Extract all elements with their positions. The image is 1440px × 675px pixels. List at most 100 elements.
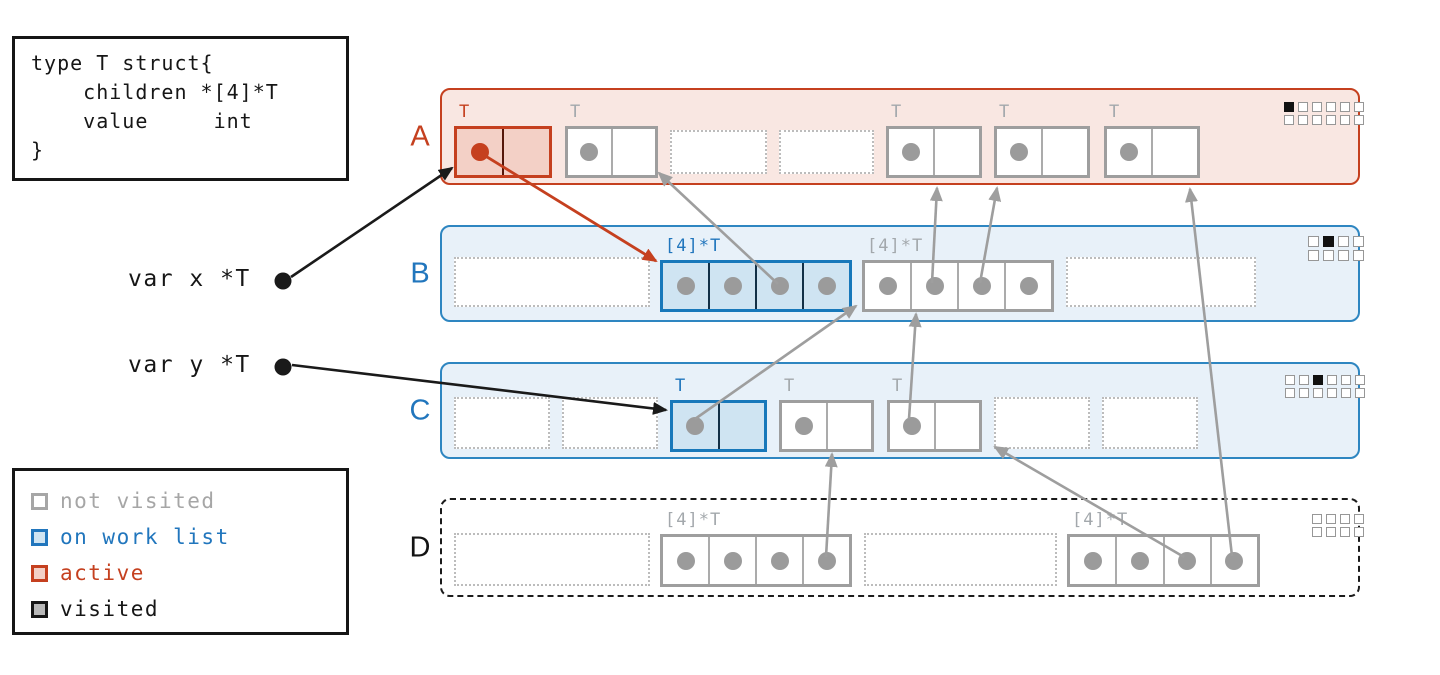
- object-type-label: T: [1109, 102, 1121, 122]
- span-A-free-slot: [779, 130, 874, 174]
- bitmap-cell: [1354, 115, 1364, 125]
- object-field-cell: [708, 263, 755, 309]
- object-field-cell: [673, 403, 718, 449]
- legend-item-label: visited: [60, 597, 160, 621]
- bitmap-cell: [1338, 250, 1349, 261]
- object-field-cell: [1209, 537, 1257, 584]
- bitmap-cell: [1353, 236, 1364, 247]
- legend-item-label: on work list: [60, 525, 230, 549]
- span-C-free-slot: [454, 397, 550, 449]
- span-C-object-3: T: [670, 376, 767, 452]
- span-D-free-slot: [454, 533, 650, 586]
- bitmap-cell: [1327, 375, 1337, 385]
- span-C-free-slot: [994, 397, 1090, 449]
- span-B-object-2: [4]*T: [660, 236, 852, 312]
- object-type-label: [4]*T: [665, 236, 722, 256]
- object-field-cell: [663, 537, 708, 584]
- bitmap-cell: [1312, 514, 1322, 524]
- bitmap-cell: [1326, 527, 1336, 537]
- pointer-dot: [723, 277, 742, 295]
- object-type-label: [4]*T: [665, 510, 722, 530]
- bitmap-cell: [1323, 250, 1334, 261]
- bitmap-cell: [1341, 388, 1351, 398]
- legend-swatch-icon: [31, 528, 48, 546]
- bitmap-cell: [1354, 514, 1364, 524]
- object-field-cell: [1004, 263, 1051, 309]
- object-field-cell: [663, 263, 708, 309]
- mark-bitmap-B: [1308, 236, 1366, 261]
- span-D-object-2: [4]*T: [660, 510, 852, 587]
- pointer-dot: [770, 277, 789, 295]
- pointer-dot: [817, 551, 836, 570]
- span-B: B[4]*T[4]*T: [410, 225, 1364, 322]
- legend-item-label: not visited: [60, 489, 216, 513]
- object-type-label: T: [892, 376, 904, 396]
- span-C-free-slot: [562, 397, 658, 449]
- object-type-label: T: [999, 102, 1011, 122]
- object-type-label: T: [675, 376, 687, 396]
- object-field-cell: [1070, 537, 1115, 584]
- span-label-C: C: [409, 394, 431, 426]
- span-A-object-2: T: [565, 102, 658, 178]
- object-field-cell: [502, 129, 549, 175]
- bitmap-cell: [1284, 115, 1294, 125]
- span-A-object-6: T: [994, 102, 1090, 178]
- bitmap-cell: [1308, 250, 1319, 261]
- span-A-object-1: T: [454, 102, 552, 178]
- bitmap-cell: [1355, 388, 1365, 398]
- bitmap-cell: [1312, 527, 1322, 537]
- span-label-A: A: [410, 120, 430, 152]
- object-type-label: [4]*T: [1072, 510, 1129, 530]
- span-label-D: D: [409, 531, 431, 563]
- bitmap-cell: [1353, 250, 1364, 261]
- object-field-cell: [933, 129, 979, 175]
- bitmap-cell: [1299, 375, 1309, 385]
- pointer-dot: [723, 551, 742, 570]
- object-field-cell: [910, 263, 957, 309]
- mark-bitmap-D: [1312, 514, 1366, 537]
- span-D-object-4: [4]*T: [1067, 510, 1260, 587]
- span-B-free-slot: [454, 257, 650, 307]
- object-field-cell: [568, 129, 611, 175]
- legend-item-active: active: [29, 555, 346, 591]
- bitmap-cell: [1285, 375, 1295, 385]
- object-field-cell: [890, 403, 934, 449]
- object-field-cell: [755, 537, 802, 584]
- pointer-dot: [580, 143, 599, 161]
- bitmap-cell: [1323, 236, 1334, 247]
- type-definition-box: type T struct{ children *[4]*T value int…: [12, 36, 349, 181]
- object-type-label: T: [891, 102, 903, 122]
- bitmap-cell: [1284, 102, 1294, 112]
- legend-item-label: active: [60, 561, 145, 585]
- pointer-dot: [1010, 143, 1028, 161]
- bitmap-cell: [1354, 527, 1364, 537]
- object-field-cell: [457, 129, 502, 175]
- var-pointer-dot-x: [274, 272, 292, 290]
- pointer-dot: [925, 277, 944, 295]
- object-field-cell: [708, 537, 755, 584]
- span-D-free-slot: [864, 533, 1057, 586]
- legend-item-on-work-list: on work list: [29, 519, 346, 555]
- bitmap-cell: [1313, 375, 1323, 385]
- pointer-dot: [470, 143, 489, 161]
- pointer-dot: [817, 277, 836, 295]
- object-field-cell: [825, 403, 872, 449]
- object-field-cell: [1151, 129, 1197, 175]
- object-field-cell: [1115, 537, 1162, 584]
- legend: not visited on work list active visited: [12, 468, 349, 635]
- object-field-cell: [957, 263, 1004, 309]
- pointer-dot: [770, 551, 789, 570]
- bitmap-cell: [1355, 375, 1365, 385]
- bitmap-cell: [1298, 102, 1308, 112]
- object-field-cell: [717, 403, 765, 449]
- object-field-cell: [933, 403, 980, 449]
- pointer-dot: [1178, 551, 1197, 570]
- bitmap-cell: [1313, 388, 1323, 398]
- object-field-cell: [802, 537, 849, 584]
- object-field-cell: [1107, 129, 1151, 175]
- pointer-dot: [1019, 277, 1038, 295]
- object-field-cell: [782, 403, 826, 449]
- var-y-pointer-label: var y *T: [128, 352, 251, 378]
- pointer-dot: [676, 277, 695, 295]
